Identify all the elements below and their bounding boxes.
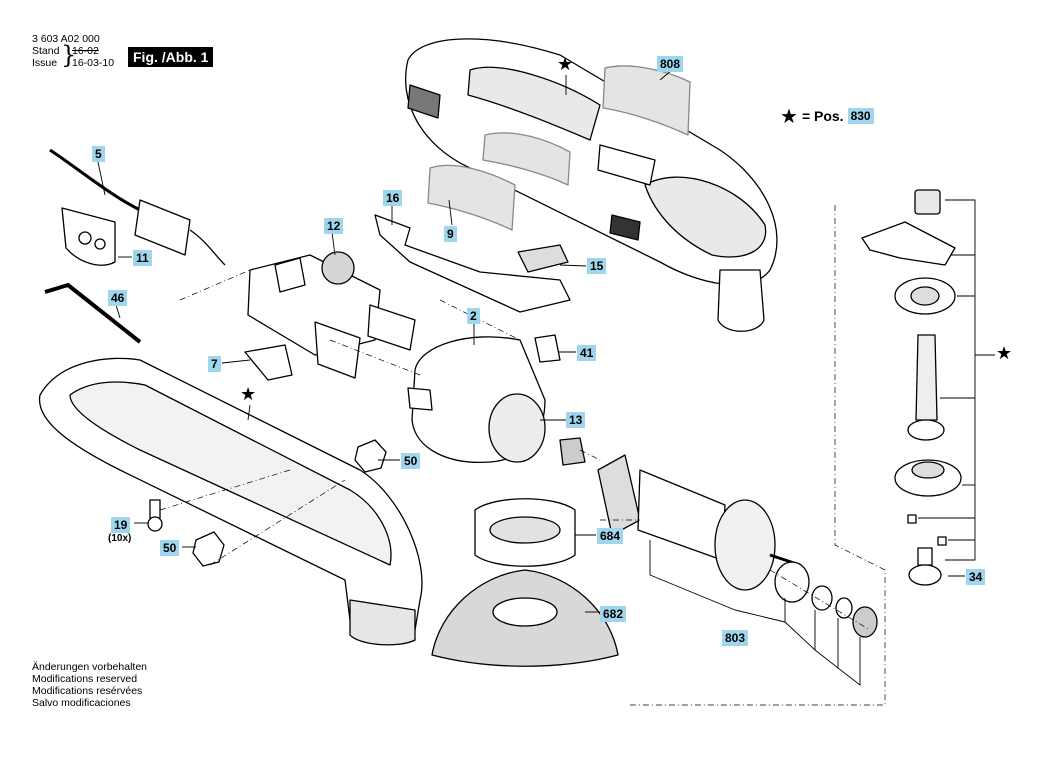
disclaimer-fr: Modifications resérvées bbox=[32, 685, 143, 697]
issue-label: Issue bbox=[32, 57, 58, 69]
star-mark-housing-top: ★ bbox=[557, 54, 574, 75]
stand-date: 16-02 bbox=[72, 45, 99, 57]
callout-12: 12 bbox=[324, 218, 344, 234]
callout-34: 34 bbox=[966, 569, 986, 585]
star-icon: ★ bbox=[780, 104, 798, 128]
stand-label: Stand bbox=[32, 45, 60, 57]
callout-50-upper: 50 bbox=[401, 453, 421, 469]
star-legend: ★ = Pos. 830 bbox=[780, 104, 874, 128]
callout-9: 9 bbox=[444, 226, 457, 242]
spindle-assembly bbox=[861, 189, 962, 586]
disclaimer-de: Änderungen vorbehalten bbox=[32, 661, 148, 673]
quantity-note: (10x) bbox=[108, 533, 132, 544]
disclaimer-es: Salvo modificaciones bbox=[32, 697, 131, 709]
star-mark-spindle: ★ bbox=[996, 343, 1013, 364]
callout-50-lower: 50 bbox=[160, 540, 180, 556]
issue-date: 16-03-10 bbox=[72, 57, 115, 69]
callout-7: 7 bbox=[208, 356, 221, 372]
figure-label: Fig. /Abb. 1 bbox=[128, 47, 214, 67]
callout-808: 808 bbox=[657, 56, 684, 72]
armature-part bbox=[597, 454, 801, 591]
legend-pos-number: 830 bbox=[847, 108, 874, 124]
housing-top-part bbox=[404, 38, 778, 332]
callout-2: 2 bbox=[467, 308, 480, 324]
callout-19: 19 bbox=[111, 517, 131, 533]
callout-11: 11 bbox=[133, 250, 152, 266]
callout-15: 15 bbox=[587, 258, 607, 274]
callout-16: 16 bbox=[383, 190, 403, 206]
housing-bottom-part bbox=[38, 357, 423, 646]
callout-5: 5 bbox=[92, 146, 105, 162]
legend-text: = Pos. bbox=[801, 108, 844, 124]
callout-684: 684 bbox=[597, 528, 624, 544]
header-bracket: } bbox=[61, 41, 77, 69]
disclaimer: Änderungen vorbehalten Modifications res… bbox=[32, 661, 147, 709]
callout-13: 13 bbox=[566, 412, 586, 428]
disclaimer-en: Modifications reserved bbox=[32, 673, 138, 685]
callout-41: 41 bbox=[577, 345, 597, 361]
callout-46: 46 bbox=[108, 290, 128, 306]
document-number: 3 603 A02 000 bbox=[32, 33, 100, 45]
star-mark-housing-bottom: ★ bbox=[240, 384, 257, 405]
callout-682: 682 bbox=[600, 606, 627, 622]
callout-803: 803 bbox=[722, 630, 749, 646]
